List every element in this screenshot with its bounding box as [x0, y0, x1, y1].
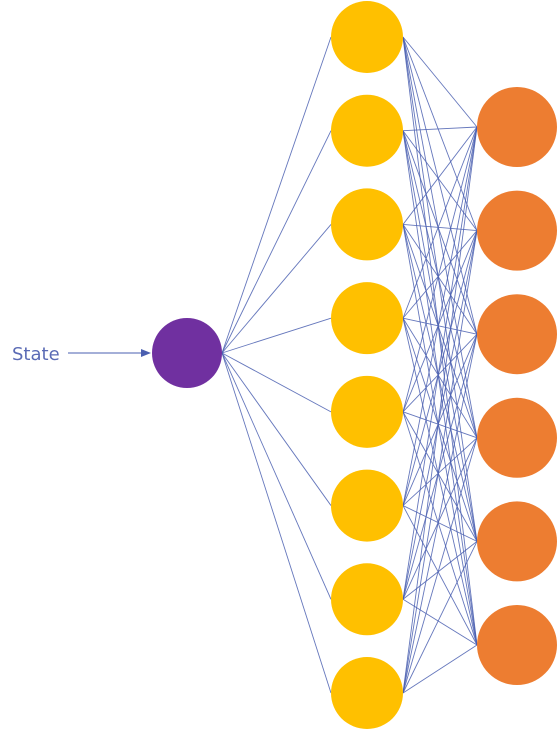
input-hidden-edge	[221, 352, 332, 413]
hidden-output-edge	[402, 126, 478, 319]
hidden-output-edge	[402, 126, 478, 506]
hidden-output-edge	[402, 318, 478, 646]
hidden-node	[331, 282, 403, 355]
hidden-node	[331, 94, 403, 167]
output-node	[477, 87, 557, 167]
hidden-node	[331, 188, 403, 261]
hidden-output-edge	[402, 126, 478, 600]
input-hidden-edge	[221, 352, 332, 694]
hidden-output-edge	[402, 317, 478, 439]
hidden-output-edge	[402, 334, 478, 506]
hidden-node	[331, 563, 403, 636]
hidden-output-edge	[402, 230, 478, 694]
hidden-output-edge	[402, 130, 478, 335]
hidden-output-edge	[402, 130, 478, 438]
hidden-node	[331, 657, 403, 729]
hidden-output-edge	[402, 318, 478, 542]
output-node	[477, 605, 557, 685]
hidden-output-edge	[402, 36, 478, 335]
hidden-output-edge	[402, 411, 478, 542]
hidden-output-edge	[402, 541, 478, 694]
network-nodes	[152, 1, 557, 729]
hidden-output-edge	[402, 224, 478, 438]
hidden-output-edge	[402, 36, 478, 231]
hidden-output-edge	[402, 230, 478, 319]
state-label: State	[12, 344, 60, 365]
hidden-output-edge	[402, 130, 478, 231]
hidden-output-edge	[402, 437, 478, 506]
input-hidden-edge	[221, 352, 332, 506]
hidden-node	[331, 469, 403, 542]
hidden-output-edge	[402, 333, 478, 413]
hidden-output-edge	[402, 126, 478, 132]
hidden-output-edge	[402, 126, 478, 694]
input-hidden-edge	[221, 317, 332, 354]
hidden-output-edge	[402, 437, 478, 600]
input-hidden-edge	[221, 224, 332, 354]
hidden-output-edge	[402, 126, 478, 412]
hidden-output-edge	[402, 437, 478, 694]
hidden-output-edge	[402, 36, 478, 646]
hidden-output-edge	[402, 224, 478, 335]
hidden-output-edge	[402, 36, 478, 438]
hidden-node	[331, 375, 403, 448]
hidden-output-edge	[402, 334, 478, 694]
hidden-output-edge	[402, 36, 478, 542]
hidden-output-edge	[402, 230, 478, 413]
input-hidden-edge	[221, 352, 332, 600]
hidden-output-edge	[402, 230, 478, 506]
hidden-output-edge	[402, 230, 478, 600]
hidden-output-edge	[402, 130, 478, 646]
hidden-output-edge	[402, 317, 478, 335]
hidden-output-edge	[402, 126, 478, 225]
hidden-output-edge	[402, 224, 478, 542]
hidden-output-edge	[402, 644, 478, 694]
hidden-output-edge	[402, 36, 478, 128]
hidden-output-edge	[402, 598, 478, 646]
hidden-output-edge	[402, 223, 478, 232]
output-node	[477, 397, 557, 478]
hidden-output-edge	[402, 224, 478, 646]
output-node	[477, 501, 557, 582]
hidden-output-edge	[402, 334, 478, 600]
output-node	[477, 294, 557, 375]
hidden-node	[331, 1, 403, 73]
input-hidden-edge	[221, 36, 332, 354]
hidden-output-edge	[402, 411, 478, 646]
output-node	[477, 190, 557, 271]
hidden-output-edge	[402, 505, 478, 646]
hidden-output-edge	[402, 541, 478, 600]
input-node	[152, 318, 222, 388]
connection-lines	[221, 36, 478, 694]
hidden-output-edge	[402, 505, 478, 542]
input-hidden-edge	[221, 130, 332, 354]
hidden-output-edge	[402, 130, 478, 542]
hidden-output-edge	[402, 411, 478, 439]
